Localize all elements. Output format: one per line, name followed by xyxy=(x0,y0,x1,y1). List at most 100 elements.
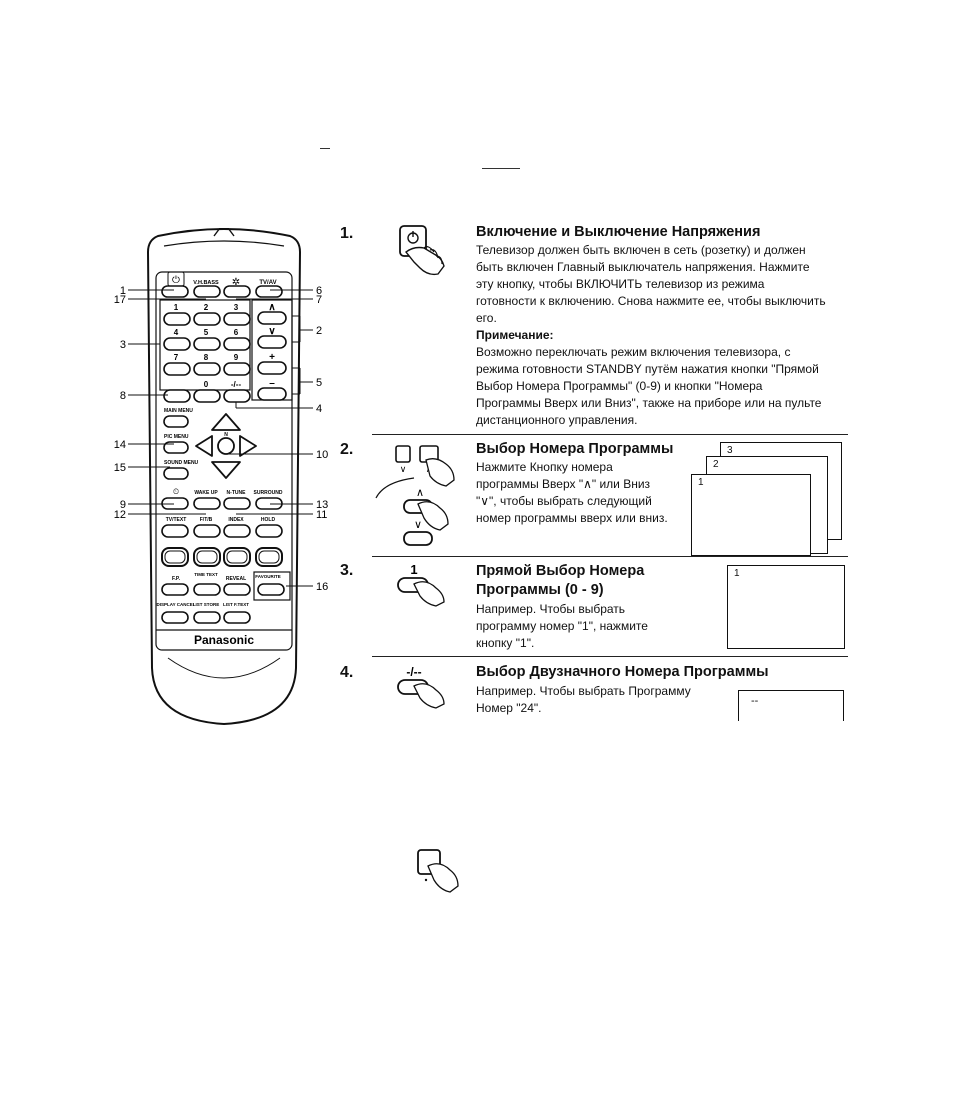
digit-2-label: 2 xyxy=(204,303,209,312)
button-press-hand-icon xyxy=(417,849,459,893)
list-ftext-button[interactable] xyxy=(223,611,251,624)
section-2-body: Нажмите Кнопку номера программы Вверх "∧… xyxy=(476,459,716,527)
vbass-button[interactable] xyxy=(193,285,221,298)
digit-0-button[interactable] xyxy=(193,389,221,403)
digit-button-label: 1 xyxy=(410,562,417,577)
section-4-line: Номер "24". xyxy=(476,701,542,715)
tvav-label: TV/AV xyxy=(259,280,276,286)
svg-text:–: – xyxy=(269,378,275,389)
fp-label: F.P. xyxy=(172,576,181,582)
vol-down-button[interactable] xyxy=(257,387,287,401)
pic-menu-button[interactable] xyxy=(163,441,189,454)
callout-12: 12 xyxy=(114,509,126,521)
dash-label: -/-- xyxy=(231,380,242,389)
digit-2-button[interactable] xyxy=(193,312,221,326)
green-button[interactable] xyxy=(193,547,221,567)
digit-6-button[interactable] xyxy=(223,337,251,351)
display-cancel-button[interactable] xyxy=(161,611,189,624)
cursor-down-button[interactable] xyxy=(211,461,241,479)
timetext-button[interactable] xyxy=(193,583,221,596)
section-1-line: его. xyxy=(476,311,497,325)
sound-menu-button[interactable] xyxy=(163,467,189,480)
digit-4-button[interactable] xyxy=(163,337,191,351)
cursor-ok-button[interactable] xyxy=(217,437,235,455)
ftb-button[interactable] xyxy=(193,524,221,538)
main-menu-button[interactable] xyxy=(163,415,189,428)
section-1-note-line: Выбор Номера Программы" (0-9) и кнопки "… xyxy=(476,379,763,393)
prog-down-button[interactable] xyxy=(257,335,287,349)
cursor-left-button[interactable] xyxy=(195,435,213,457)
tv-screen-label: 1 xyxy=(698,477,704,488)
digit-5-button[interactable] xyxy=(193,337,221,351)
svg-text:∨: ∨ xyxy=(400,464,407,474)
svg-text:⏲: ⏲ xyxy=(173,487,179,496)
section-3-line: Например. Чтобы выбрать xyxy=(476,602,626,616)
section-2-line: "∨", чтобы выбрать следующий xyxy=(476,494,652,508)
section-3-body: Например. Чтобы выбрать программу номер … xyxy=(476,601,696,652)
index-button[interactable] xyxy=(223,524,251,538)
callout-5: 5 xyxy=(316,377,322,389)
section-4-line: Например. Чтобы выбрать Программу xyxy=(476,684,691,698)
tv-screen-label: 2 xyxy=(713,459,719,470)
list-ftext-label: LIST F.TEXT xyxy=(223,602,249,607)
yellow-button[interactable] xyxy=(223,547,251,567)
mute-button[interactable] xyxy=(223,285,251,298)
svg-text:∧: ∧ xyxy=(416,487,424,499)
wakeup-button[interactable] xyxy=(193,497,221,510)
blue-button[interactable] xyxy=(255,547,283,567)
index-label: INDEX xyxy=(228,517,244,523)
favourite-label: FAVOURITE xyxy=(255,574,280,579)
ntune-button[interactable] xyxy=(223,497,251,510)
remote-control-illustration: ⏻ V.H.BASS ✲ TV/AV 1 2 3 4 5 6 7 8 9 0 -… xyxy=(114,228,328,726)
section-2-line: номер программы вверх или вниз. xyxy=(476,511,668,525)
reveal-button[interactable] xyxy=(223,583,251,596)
section-divider xyxy=(372,434,848,435)
section-1-note-line: Программы Вверх или Вниз", также на приб… xyxy=(476,396,822,410)
section-1-line: Телевизор должен быть включен в сеть (ро… xyxy=(476,243,806,257)
prog-up-button[interactable] xyxy=(257,311,287,325)
digit-9-button[interactable] xyxy=(223,362,251,376)
callout-10: 10 xyxy=(316,449,328,461)
digit-button-hand-icon: 1 xyxy=(397,562,445,607)
brand-logo: Panasonic xyxy=(194,633,254,647)
tvtext-button[interactable] xyxy=(161,524,189,538)
section-1-line: готовности к включению. Снова нажмите ее… xyxy=(476,294,826,308)
section-3-title-line: Программы (0 - 9) xyxy=(476,582,604,598)
svg-text:∨: ∨ xyxy=(414,519,422,531)
svg-text:∧: ∧ xyxy=(268,302,275,313)
text-button[interactable] xyxy=(163,389,191,403)
section-1-line: быть включен Главный выключатель напряже… xyxy=(476,260,810,274)
hold-button[interactable] xyxy=(255,524,283,538)
cursor-right-button[interactable] xyxy=(239,435,257,457)
fp-button[interactable] xyxy=(161,583,189,596)
list-store-button[interactable] xyxy=(193,611,221,624)
digit-8-label: 8 xyxy=(204,353,209,362)
tvav-button[interactable] xyxy=(255,285,283,298)
dash-button[interactable] xyxy=(223,389,251,403)
digit-4-label: 4 xyxy=(174,328,179,337)
section-1-number: 1. xyxy=(340,225,354,242)
callout-1: 1 xyxy=(120,285,126,297)
section-1-title: Включение и Выключение Напряжения xyxy=(476,224,761,240)
hold-label: HOLD xyxy=(261,517,276,523)
section-3-number: 3. xyxy=(340,562,354,579)
callout-11: 11 xyxy=(316,509,327,521)
red-button[interactable] xyxy=(161,547,189,567)
section-3-line: кнопку "1". xyxy=(476,636,535,650)
vol-up-button[interactable] xyxy=(257,361,287,375)
ftb-label: F/T/B xyxy=(200,517,213,523)
digit-7-button[interactable] xyxy=(163,362,191,376)
favourite-button[interactable] xyxy=(257,583,285,596)
cursor-up-button[interactable] xyxy=(211,413,241,431)
digit-3-button[interactable] xyxy=(223,312,251,326)
ntune-label: N-TUNE xyxy=(227,490,247,496)
n-label: N xyxy=(224,432,228,438)
callout-9: 9 xyxy=(120,499,126,511)
section-2-line: Нажмите Кнопку номера xyxy=(476,460,613,474)
tv-screen-label: 1 xyxy=(734,568,740,579)
digit-1-button[interactable] xyxy=(163,312,191,326)
digit-8-button[interactable] xyxy=(193,362,221,376)
svg-text:+: + xyxy=(269,352,275,363)
power-button[interactable] xyxy=(161,285,189,298)
dash-button-hand-icon: -/-- xyxy=(397,665,445,709)
